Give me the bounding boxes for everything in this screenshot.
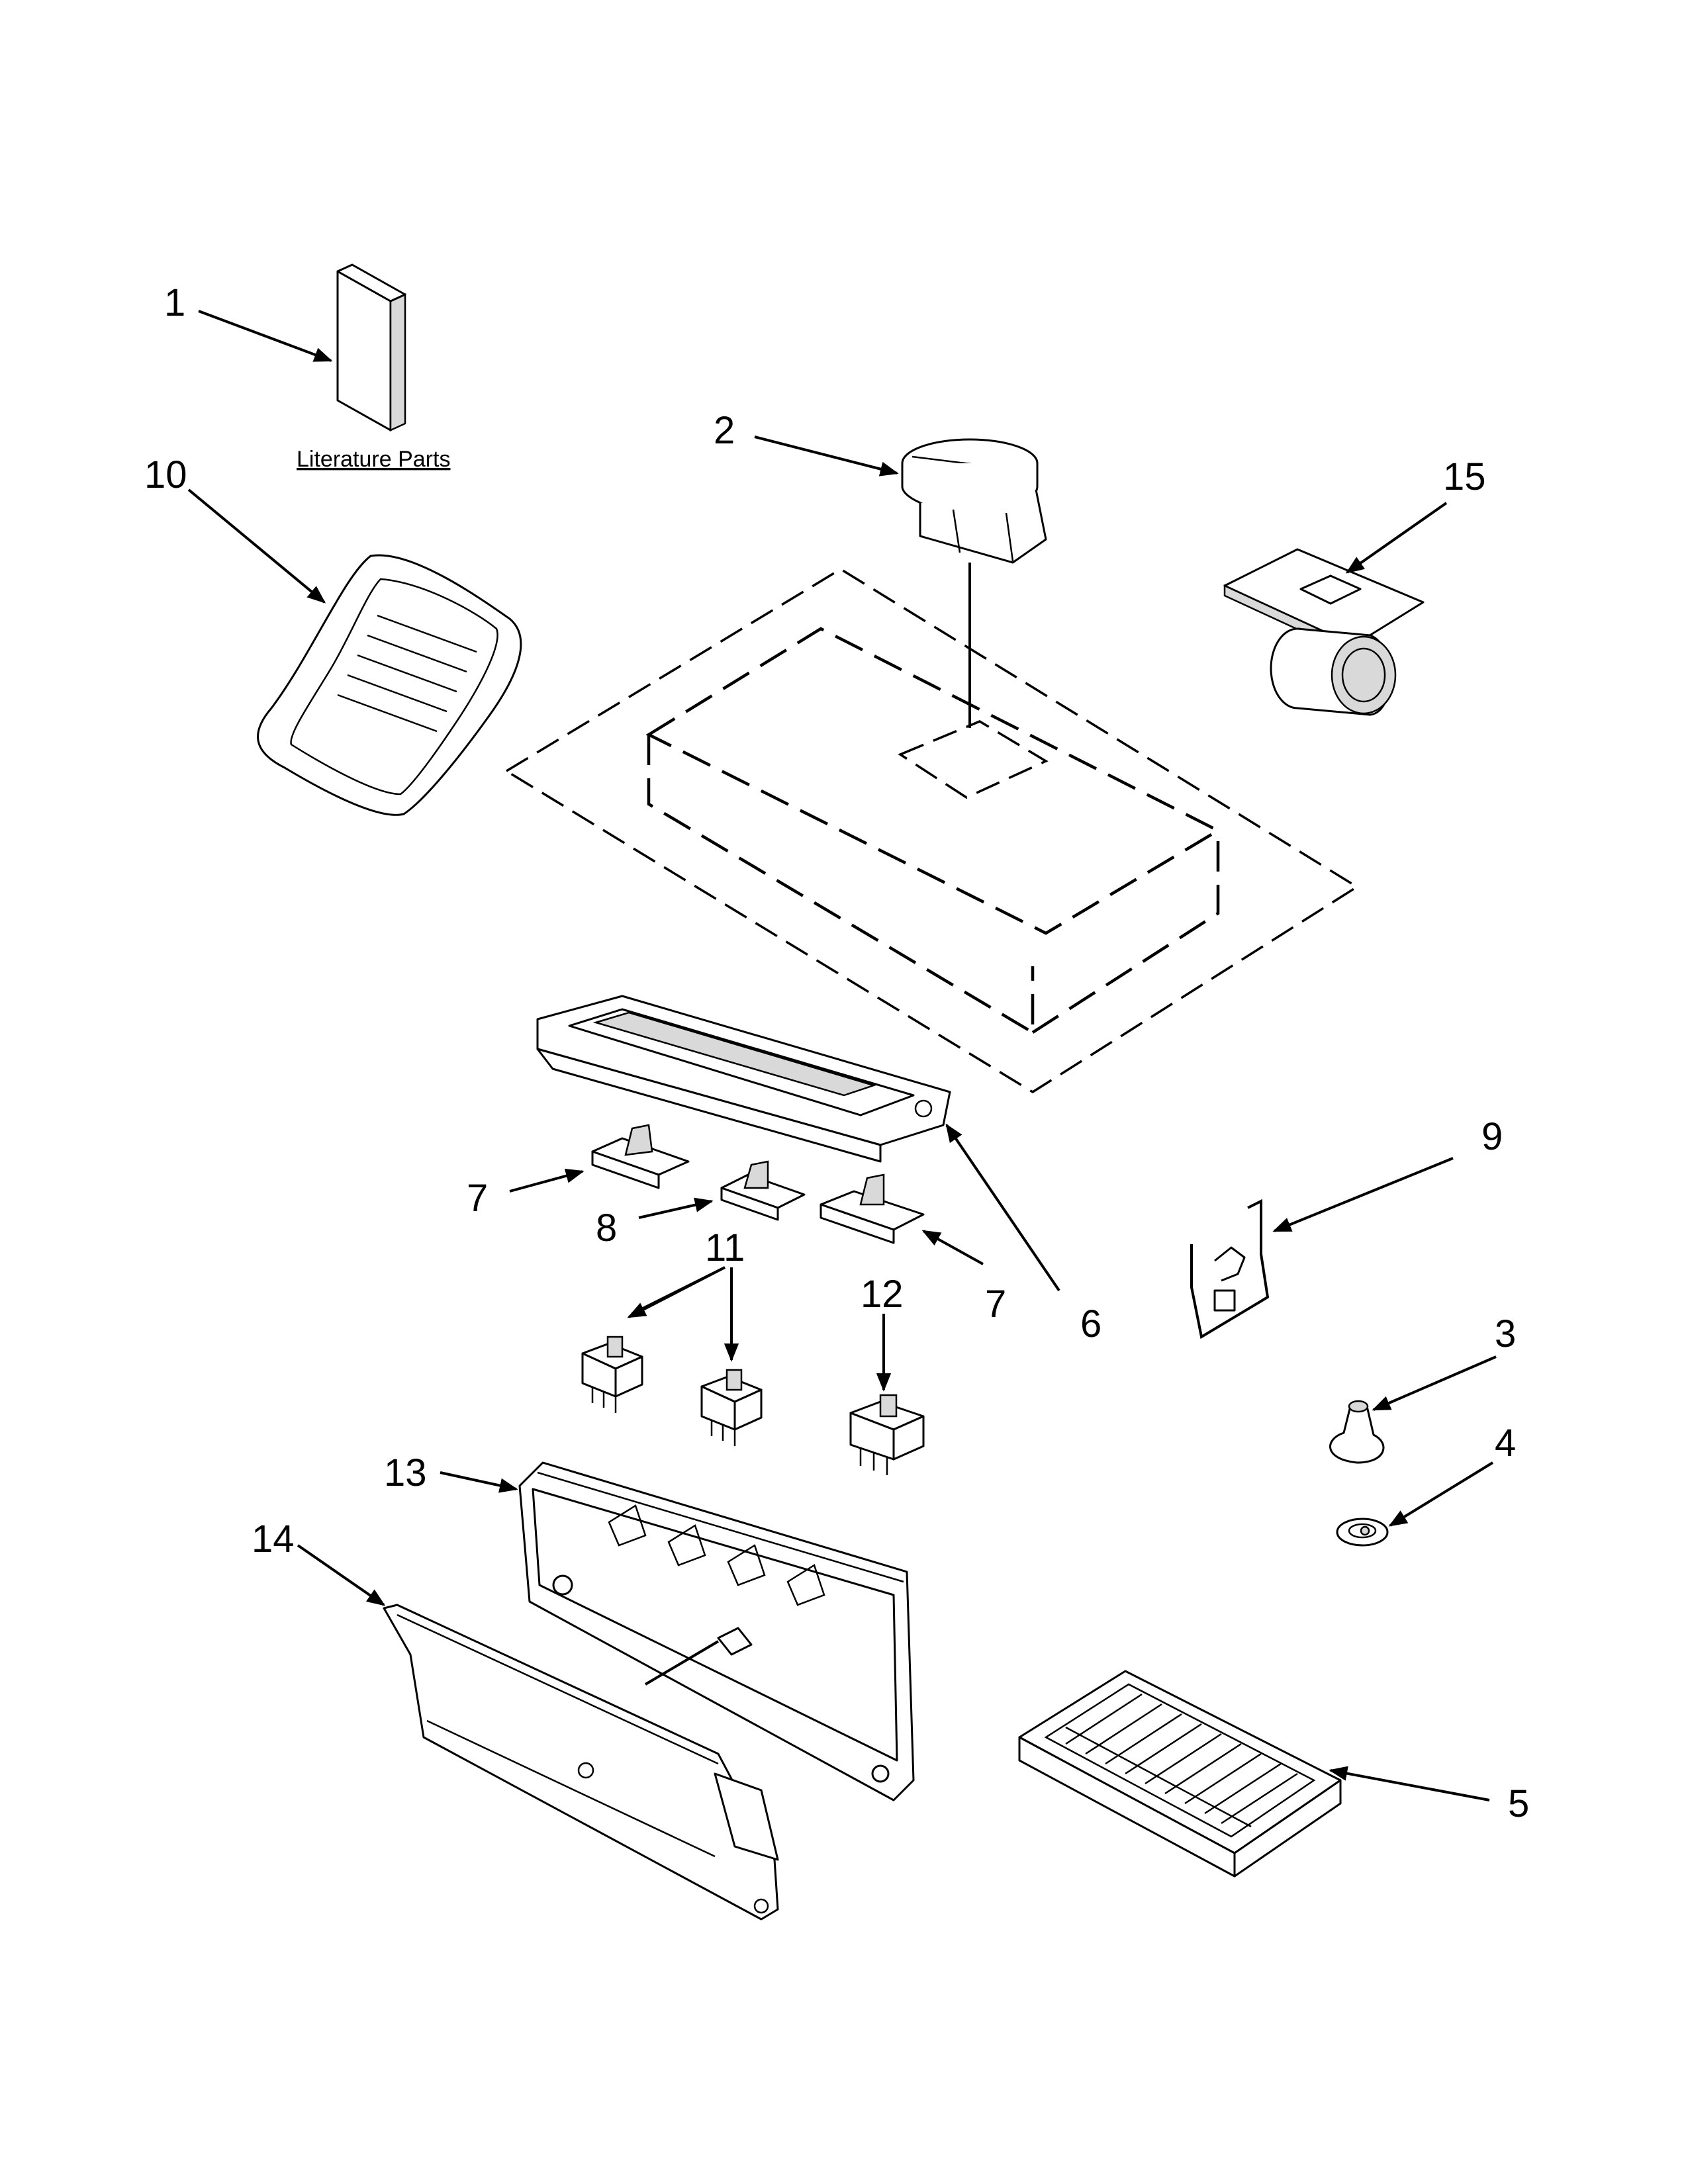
slider-knob-right [820, 1173, 925, 1244]
callout-1: 1 [164, 281, 185, 324]
callout-7-right: 7 [985, 1283, 1006, 1326]
slide-switch-b [700, 1369, 763, 1446]
slider-knob-left [591, 1124, 690, 1189]
callout-10: 10 [144, 453, 187, 496]
lamp-lens [1336, 1518, 1389, 1547]
callout-12: 12 [861, 1273, 904, 1316]
callout-7-left: 7 [467, 1177, 488, 1220]
wire-clip [1190, 1199, 1270, 1340]
callout-2: 2 [714, 409, 735, 452]
callout-9: 9 [1481, 1115, 1503, 1158]
instruction-sheet [257, 554, 522, 816]
bulb [1329, 1400, 1385, 1464]
slider-knob-center [720, 1160, 806, 1221]
leader-lines [187, 310, 1497, 1801]
callout-numbers: 1 2 3 4 5 6 7 7 8 9 10 11 12 13 14 15 [144, 281, 1529, 1825]
callout-5: 5 [1508, 1782, 1529, 1825]
callout-11: 11 [705, 1226, 745, 1269]
slide-switch-a [581, 1336, 643, 1413]
board-cover [383, 1604, 779, 1921]
control-housing [518, 1461, 915, 1801]
control-panel-bracket [536, 995, 951, 1163]
callout-6: 6 [1080, 1302, 1102, 1345]
slide-switch-c [849, 1394, 925, 1475]
literature-booklet [336, 263, 406, 432]
callout-8: 8 [596, 1206, 617, 1250]
callout-14: 14 [252, 1518, 295, 1561]
callout-4: 4 [1495, 1422, 1516, 1465]
callout-15: 15 [1443, 455, 1486, 498]
blower-motor [1223, 548, 1425, 716]
literature-parts-caption: Literature Parts [297, 447, 450, 472]
duct-damper [901, 438, 1047, 728]
callout-3: 3 [1495, 1312, 1516, 1355]
hood-phantom-outline [504, 567, 1360, 1094]
grease-filter [1018, 1670, 1342, 1878]
callout-13: 13 [384, 1451, 427, 1494]
